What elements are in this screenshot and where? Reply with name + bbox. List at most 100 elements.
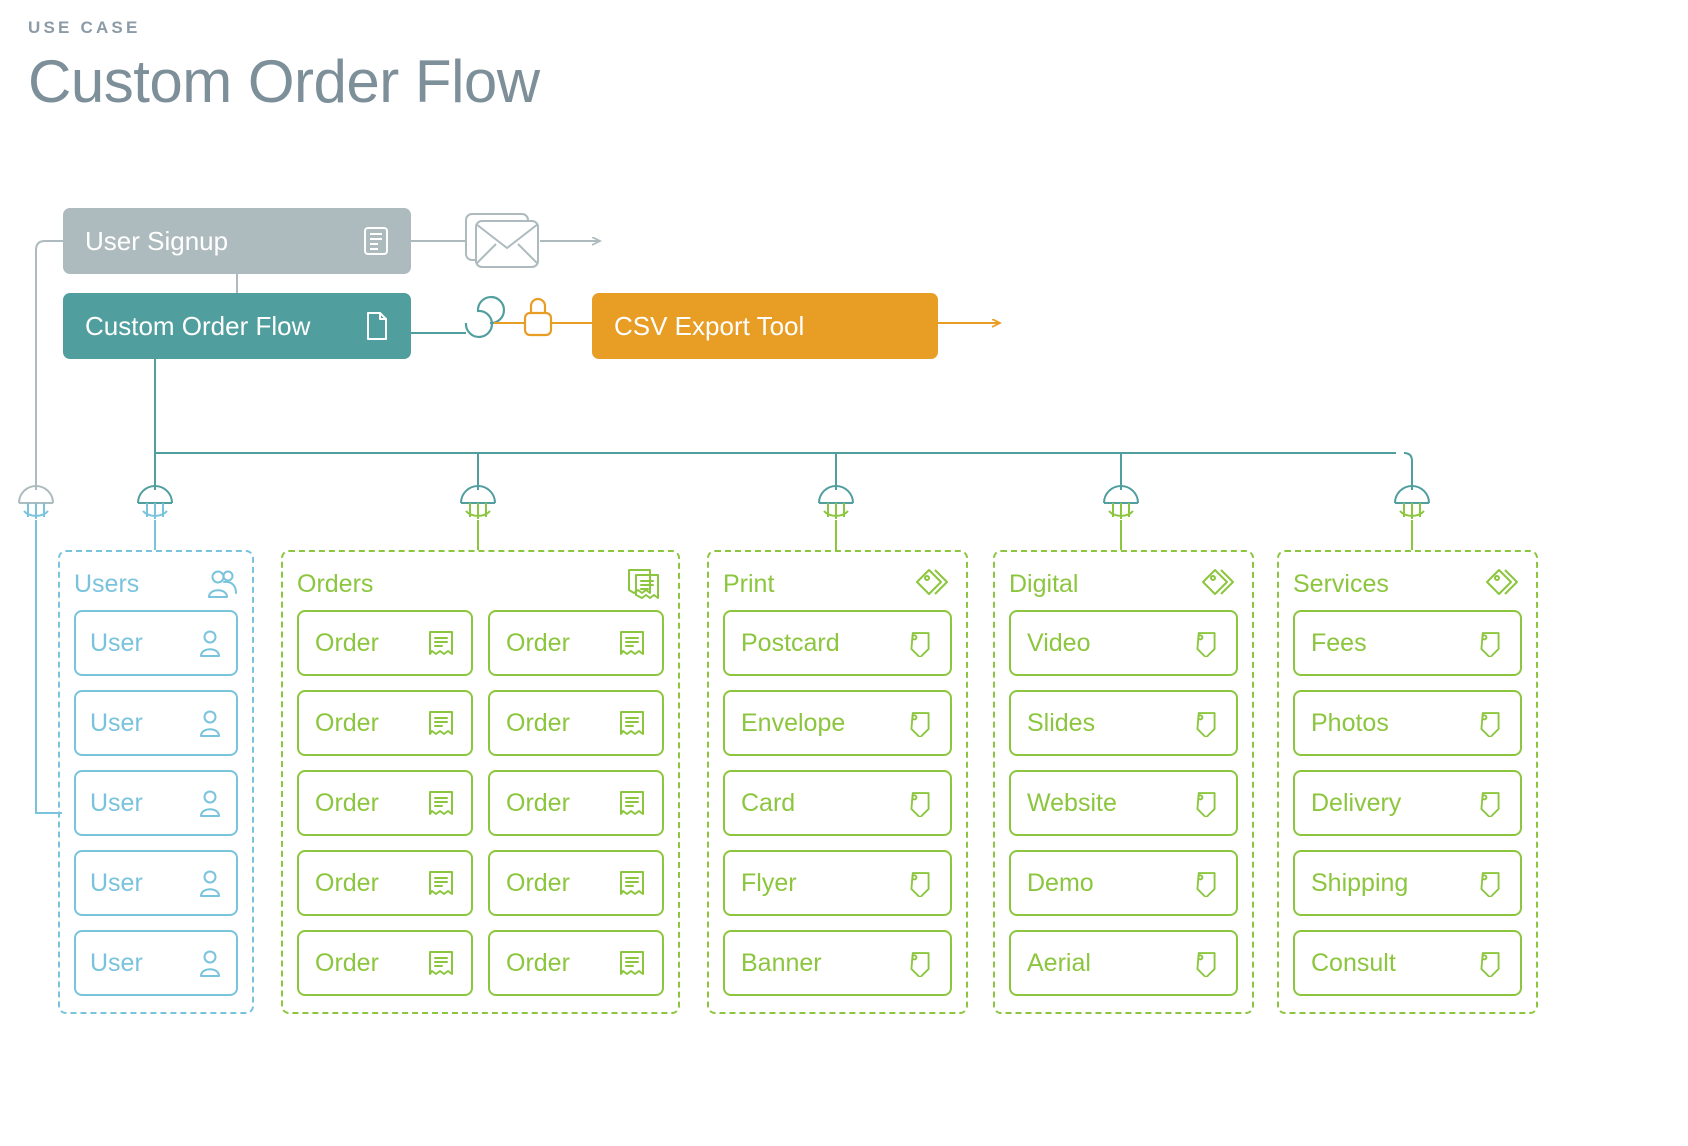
node-user-signup[interactable]: User Signup — [63, 208, 411, 274]
list-item[interactable]: User — [74, 770, 238, 836]
tag-icon — [1476, 869, 1504, 897]
tag-icon — [1476, 709, 1504, 737]
tag-icon — [906, 949, 934, 977]
list-item[interactable]: Order — [297, 690, 473, 756]
list-item-label: User — [90, 868, 143, 897]
user-icon — [198, 709, 222, 737]
tag-icon — [1192, 949, 1220, 977]
list-item[interactable]: Slides — [1009, 690, 1238, 756]
plug-users-icon — [137, 485, 173, 519]
plug-users-feed-icon — [18, 485, 54, 519]
page-title: Custom Order Flow — [28, 48, 540, 115]
tag-icon — [1192, 629, 1220, 657]
list-item-label: Order — [315, 788, 379, 817]
tags-double-icon — [914, 567, 952, 601]
page-icon — [365, 311, 389, 341]
page-header: USE CASE Custom Order Flow — [28, 18, 540, 113]
list-item[interactable]: Postcard — [723, 610, 952, 676]
list-item-label: Postcard — [741, 628, 840, 657]
tag-icon — [1192, 789, 1220, 817]
list-item-label: Aerial — [1027, 948, 1091, 977]
tag-icon — [906, 709, 934, 737]
list-item[interactable]: User — [74, 690, 238, 756]
list-item-label: Slides — [1027, 708, 1096, 737]
list-item[interactable]: Card — [723, 770, 952, 836]
list-item-label: Order — [315, 628, 379, 657]
list-item[interactable]: Order — [488, 610, 664, 676]
list-item[interactable]: User — [74, 930, 238, 996]
list-item-label: Order — [315, 948, 379, 977]
list-item-label: Demo — [1027, 868, 1094, 897]
list-item[interactable]: User — [74, 850, 238, 916]
list-item[interactable]: Order — [488, 690, 664, 756]
node-csv-export-tool-label: CSV Export Tool — [614, 310, 805, 341]
tag-icon — [906, 789, 934, 817]
list-item[interactable]: Order — [488, 930, 664, 996]
column-title-services: Services — [1293, 569, 1389, 598]
tag-icon — [906, 629, 934, 657]
node-user-signup-label: User Signup — [85, 225, 229, 256]
list-item[interactable]: Envelope — [723, 690, 952, 756]
column-header-services: Services — [1293, 564, 1522, 604]
tag-icon — [906, 869, 934, 897]
list-item[interactable]: Order — [297, 610, 473, 676]
receipt-icon — [618, 709, 646, 737]
receipt-icon — [618, 629, 646, 657]
list-item[interactable]: Order — [297, 850, 473, 916]
list-item-label: Envelope — [741, 708, 846, 737]
list-item[interactable]: Consult — [1293, 930, 1522, 996]
tags-double-icon — [1484, 567, 1522, 601]
list-item-label: Order — [315, 868, 379, 897]
users-group-icon — [206, 569, 238, 599]
tag-icon — [1476, 629, 1504, 657]
list-item[interactable]: Aerial — [1009, 930, 1238, 996]
tag-icon — [1476, 789, 1504, 817]
tag-icon — [1192, 869, 1220, 897]
node-custom-order-flow[interactable]: Custom Order Flow — [63, 293, 411, 359]
list-item[interactable]: Order — [297, 930, 473, 996]
list-item[interactable]: Video — [1009, 610, 1238, 676]
user-icon — [198, 869, 222, 897]
list-item[interactable]: Order — [488, 850, 664, 916]
list-item[interactable]: Delivery — [1293, 770, 1522, 836]
list-item[interactable]: User — [74, 610, 238, 676]
list-item-label: Fees — [1311, 628, 1367, 657]
list-item[interactable]: Photos — [1293, 690, 1522, 756]
plug-digital-icon — [1103, 485, 1139, 519]
list-item-label: User — [90, 948, 143, 977]
list-item-label: Consult — [1311, 948, 1396, 977]
receipt-icon — [427, 869, 455, 897]
list-item-label: Delivery — [1311, 788, 1402, 817]
list-item[interactable]: Shipping — [1293, 850, 1522, 916]
eyebrow-label: USE CASE — [28, 18, 141, 37]
list-item[interactable]: Banner — [723, 930, 952, 996]
column-header-digital: Digital — [1009, 564, 1238, 604]
column-title-digital: Digital — [1009, 569, 1079, 598]
receipt-icon — [427, 709, 455, 737]
receipt-icon — [618, 949, 646, 977]
form-document-icon — [363, 226, 389, 256]
list-item[interactable]: Fees — [1293, 610, 1522, 676]
list-item[interactable]: Demo — [1009, 850, 1238, 916]
list-item[interactable]: Order — [297, 770, 473, 836]
list-item-label: Flyer — [741, 868, 797, 897]
column-title-users: Users — [74, 569, 140, 598]
list-item[interactable]: Flyer — [723, 850, 952, 916]
node-csv-export-tool[interactable]: CSV Export Tool — [592, 293, 938, 359]
list-item[interactable]: Website — [1009, 770, 1238, 836]
list-item[interactable]: Order — [488, 770, 664, 836]
